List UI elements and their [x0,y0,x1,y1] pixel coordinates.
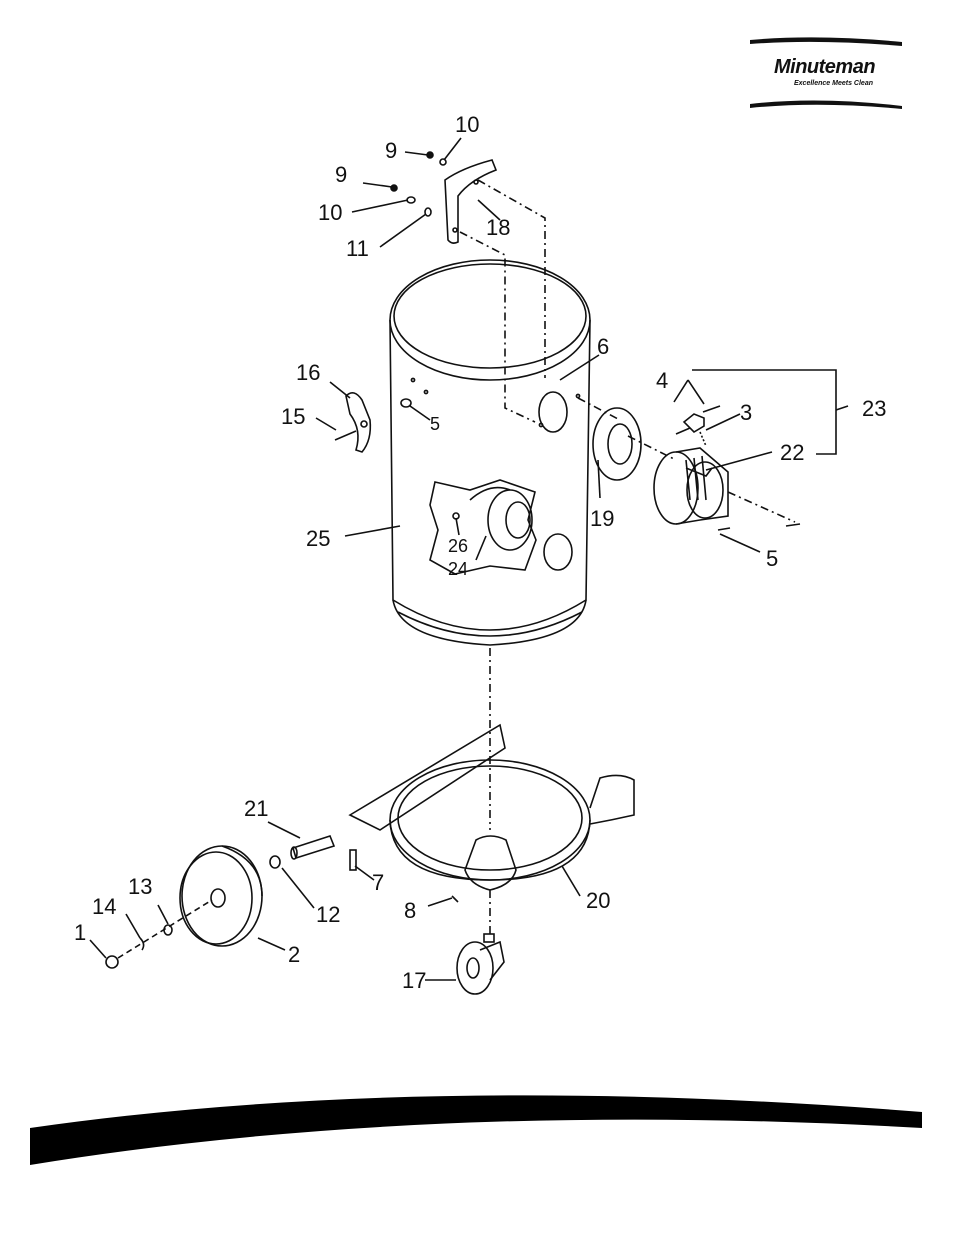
callout-4: 4 [656,368,668,393]
inlet-assembly [653,447,729,525]
callout-21: 21 [244,796,268,821]
callout-2: 2 [288,942,300,967]
callout-11: 11 [346,236,369,261]
callout-12: 12 [316,902,340,927]
callout-10: 10 [455,112,479,137]
callout-26: 26 [448,536,468,556]
assembly-lines [459,179,796,936]
callout-25: 25 [306,526,330,551]
callout-16: 16 [296,360,320,385]
caster-wheel [456,933,505,995]
callout-6: 6 [597,334,609,359]
callout-20: 20 [586,888,610,913]
callout-8: 8 [404,898,416,923]
footer-swoosh-band [30,1095,922,1165]
callout-7: 7 [372,870,384,895]
callout-3: 3 [740,400,752,425]
callout-9: 9 [335,162,347,187]
callout-15: 15 [281,404,305,429]
callout-13: 13 [128,874,152,899]
logo-swoosh-graphic [750,37,902,109]
callout-18: 18 [486,215,510,240]
callout-5: 5 [766,546,778,571]
tank-body [389,259,591,646]
logo-tagline: Excellence Meets Clean [794,80,873,87]
minuteman-logo: Minuteman Excellence Meets Clean [748,34,904,112]
callout-labels: 10 9 9 10 11 18 6 16 15 5 25 26 24 19 4 … [74,112,886,993]
callout-5: 5 [430,414,440,434]
rear-wheel [179,845,263,947]
callout-24: 24 [448,559,468,579]
callout-9: 9 [385,138,397,163]
tank-base [348,723,635,891]
latch-bracket [444,159,498,244]
callout-23: 23 [862,396,886,421]
callout-22: 22 [780,440,804,465]
callout-19: 19 [590,506,614,531]
callout-1: 1 [74,920,86,945]
logo-wordmark: Minuteman [774,56,876,78]
callout-leader-lines [89,137,849,981]
callout-17: 17 [402,968,426,993]
callout-14: 14 [92,894,116,919]
callout-10: 10 [318,200,342,225]
side-latch [334,392,372,453]
